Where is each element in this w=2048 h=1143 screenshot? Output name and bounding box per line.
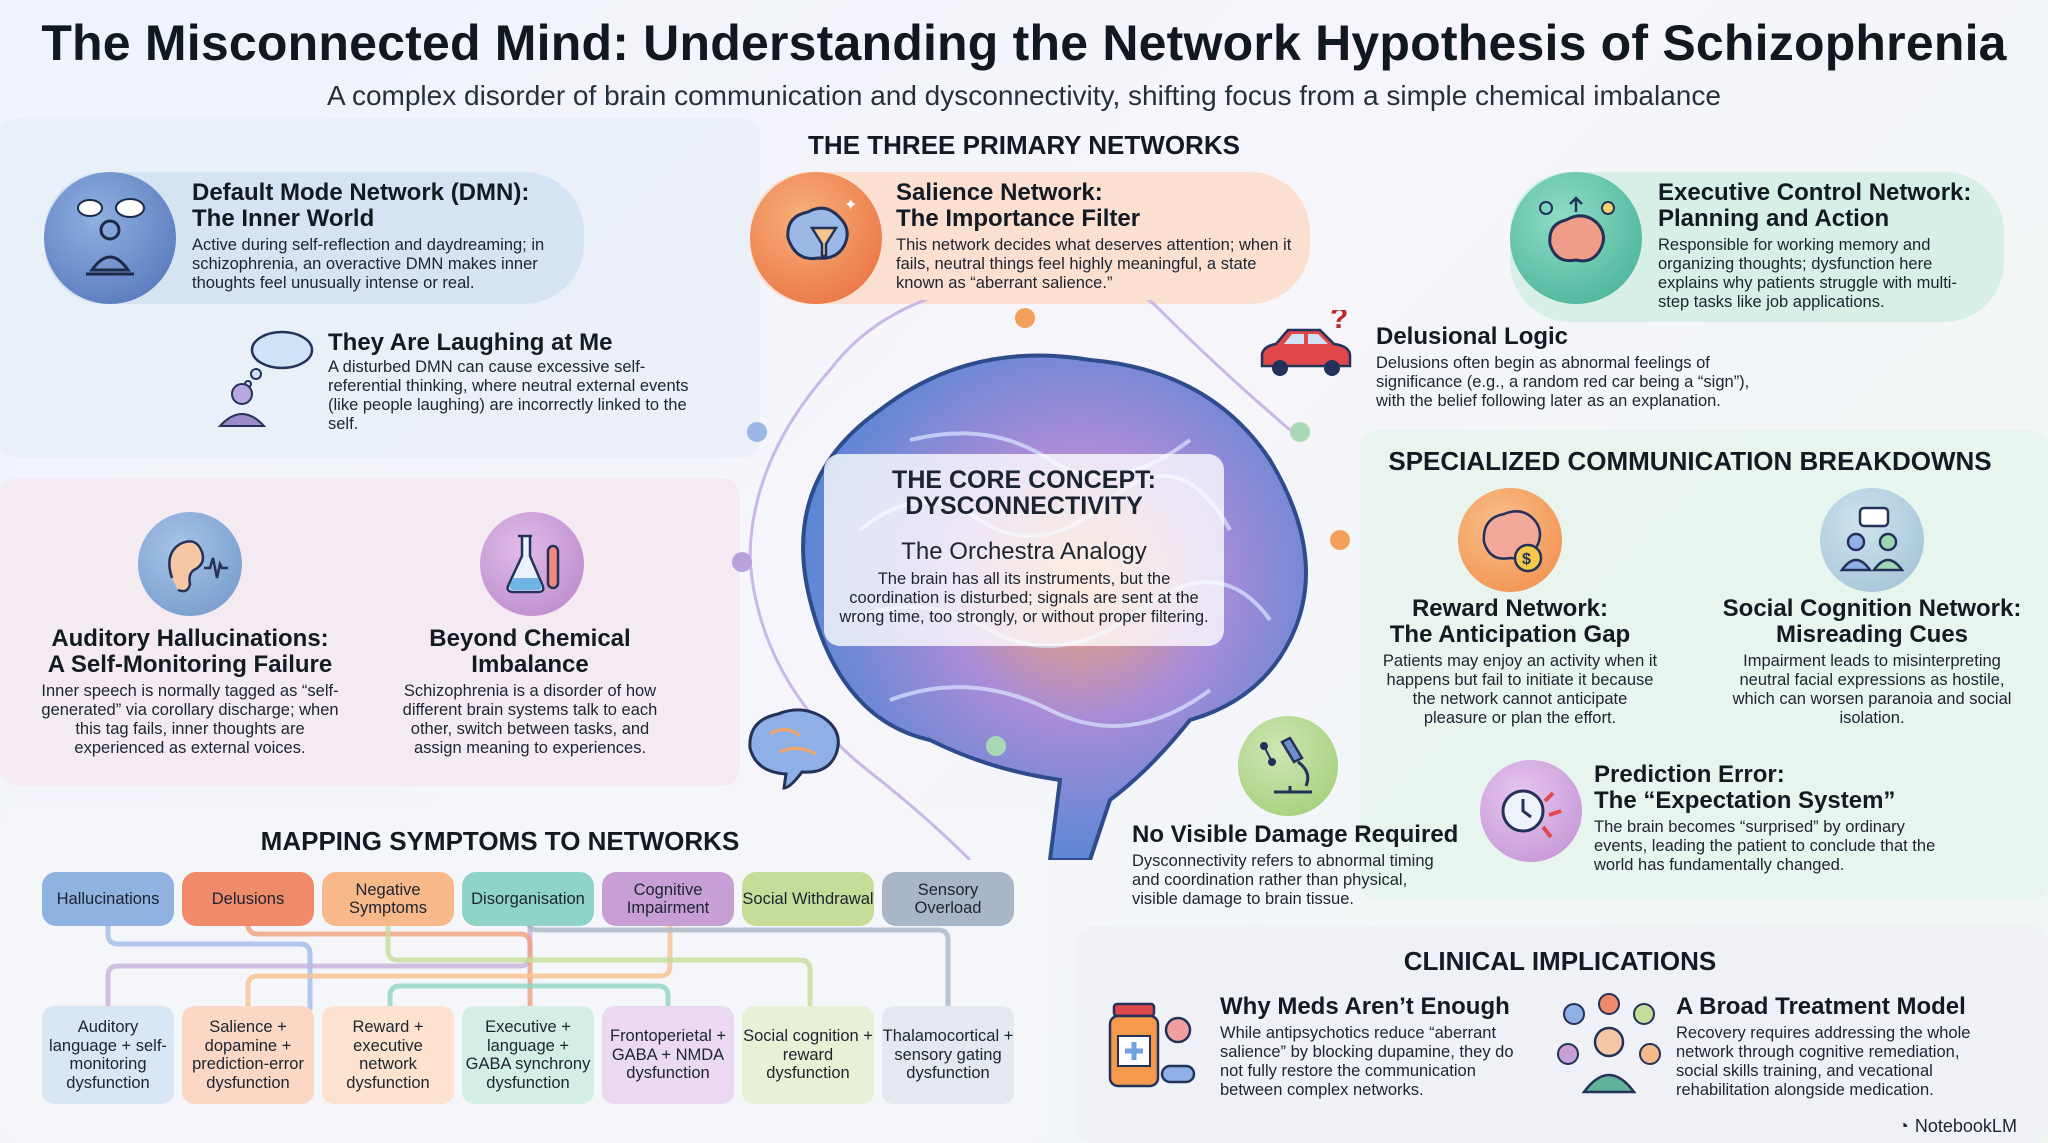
laughing-title: They Are Laughing at Me (328, 329, 613, 356)
svg-text:✦: ✦ (844, 197, 857, 214)
network-executive-language: Executive + language + GABA synchrony dy… (462, 1006, 594, 1104)
network-node (1290, 422, 1310, 442)
network-node (1330, 530, 1350, 550)
auditory-title-line1: Auditory Hallucinations: (51, 625, 329, 652)
orchestra-analogy-text: The brain has all its instruments, but t… (839, 570, 1209, 626)
lab-flask-icon (480, 512, 584, 616)
social-title-line1: Social Cognition Network: (1722, 595, 2022, 622)
network-thalamocortical: Thalamocortical + sensory gating dysfunc… (882, 1006, 1014, 1104)
executive-title-line1: Executive Control Network: (1658, 179, 1972, 206)
section-title-specialized: SPECIALIZED COMMUNICATION BREAKDOWNS (1388, 446, 1992, 476)
dmn-title-line1: Default Mode Network (DMN): (192, 179, 530, 206)
brain-filter-icon: ✦ (750, 172, 882, 304)
treatment-person-icon (1554, 992, 1664, 1098)
dmn-text: Active during self-reflection and daydre… (192, 236, 545, 292)
clinical-panel-background (1076, 926, 2048, 1143)
social-text: Impairment leads to misinterpreting neut… (1732, 652, 2012, 727)
network-reward-executive: Reward + executive network dysfunction (322, 1006, 454, 1104)
reward-title-line2: The Anticipation Gap (1389, 621, 1631, 648)
symptom-sensory-overload: Sensory Overload (882, 872, 1014, 926)
ear-soundwave-icon (138, 512, 242, 616)
prediction-title-line2: The “Expectation System” (1594, 787, 1896, 814)
chemical-title-line2: Imbalance (471, 651, 589, 678)
prediction-text: The brain becomes “surprised” by ordinar… (1594, 818, 1936, 874)
delusional-title: Delusional Logic (1376, 323, 1569, 350)
symptom-delusions: Delusions (182, 872, 314, 926)
svg-text:?: ? (1330, 310, 1348, 335)
network-node (986, 736, 1006, 756)
executive-title-line2: Planning and Action (1658, 205, 1890, 232)
small-brain-icon (740, 700, 850, 790)
section-title-clinical: CLINICAL IMPLICATIONS (1403, 946, 1717, 976)
treatment-title: A Broad Treatment Model (1676, 993, 1966, 1020)
salience-text: This network decides what deserves atten… (896, 236, 1292, 292)
laughing-text: A disturbed DMN can cause excessive self… (328, 358, 689, 433)
page-title: The Misconnected Mind: Understanding the… (41, 15, 2007, 71)
prediction-title-line1: Prediction Error: (1594, 761, 1785, 788)
salience-title-line2: The Importance Filter (896, 205, 1141, 232)
network-social-cognition: Social cognition + reward dysfunction (742, 1006, 874, 1104)
symptom-disorganisation: Disorganisation (462, 872, 594, 926)
section-title-three-networks: THE THREE PRIMARY NETWORKS (808, 130, 1240, 160)
brain-coin-icon: $ (1458, 488, 1562, 592)
delusional-text: Delusions often begin as abnormal feelin… (1376, 354, 1750, 410)
broken-clock-icon (1480, 760, 1582, 862)
meds-text: While antipsychotics reduce “aberrant sa… (1220, 1024, 1514, 1099)
damage-text: Dysconnectivity refers to abnormal timin… (1132, 852, 1434, 908)
network-frontoparietal: Frontoperietal + GABA + NMDA dysfunction (602, 1006, 734, 1104)
symptom-cognitive-impairment: Cognitive Impairment (602, 872, 734, 926)
network-node (732, 552, 752, 572)
meds-title: Why Meds Aren’t Enough (1220, 993, 1510, 1020)
section-title-mapping: MAPPING SYMPTOMS TO NETWORKS (260, 826, 740, 856)
thinking-person-icon (212, 328, 322, 428)
orchestra-analogy-title: The Orchestra Analogy (901, 538, 1147, 565)
brain-planning-icon (1510, 172, 1642, 304)
left-panel-background (0, 478, 740, 786)
executive-text: Responsible for working memory and organ… (1658, 236, 1957, 311)
meditation-icon (44, 172, 176, 304)
social-title-line2: Misreading Cues (1775, 621, 1969, 648)
reward-title-line1: Reward Network: (1411, 595, 1609, 622)
network-node (1015, 308, 1035, 328)
symptom-hallucinations: Hallucinations (42, 872, 174, 926)
chemical-text: Schizophrenia is a disorder of how diffe… (402, 682, 658, 757)
brand-label: NotebookLM (1914, 1116, 2017, 1136)
core-concept-box (824, 454, 1224, 646)
dmn-title-line2: The Inner World (192, 205, 375, 232)
damage-title: No Visible Damage Required (1132, 821, 1459, 848)
page-subtitle: A complex disorder of brain communicatio… (327, 80, 1721, 111)
salience-title-line1: Salience Network: (896, 179, 1103, 206)
notebooklm-logo: ◔ NotebookLM (1898, 1116, 2017, 1137)
core-concept-label: THE CORE CONCEPT: (892, 466, 1156, 494)
core-concept-term: DYSCONNECTIVITY (905, 492, 1143, 520)
svg-text:$: $ (1522, 551, 1531, 568)
auditory-text: Inner speech is normally tagged as “self… (41, 682, 339, 757)
symptom-negative-symptoms: Negative Symptoms (322, 872, 454, 926)
chemical-title-line1: Beyond Chemical (429, 625, 631, 652)
red-car-icon: ? (1256, 302, 1356, 390)
auditory-title-line2: A Self-Monitoring Failure (47, 651, 333, 678)
network-node (747, 422, 767, 442)
social-people-icon (1820, 488, 1924, 592)
microscope-icon (1238, 716, 1338, 816)
network-auditory-language: Auditory language + self-monitoring dysf… (42, 1006, 174, 1104)
symptom-social-withdrawal: Social Withdrawal (742, 872, 874, 926)
medicine-bottle-icon (1100, 996, 1200, 1096)
treatment-text: Recovery requires addressing the whole n… (1676, 1024, 1971, 1099)
network-salience-dopamine: Salience + dopamine + prediction-error d… (182, 1006, 314, 1104)
reward-text: Patients may enjoy an activity when it h… (1382, 652, 1658, 727)
notebooklm-icon: ◔ (1898, 1116, 1909, 1136)
